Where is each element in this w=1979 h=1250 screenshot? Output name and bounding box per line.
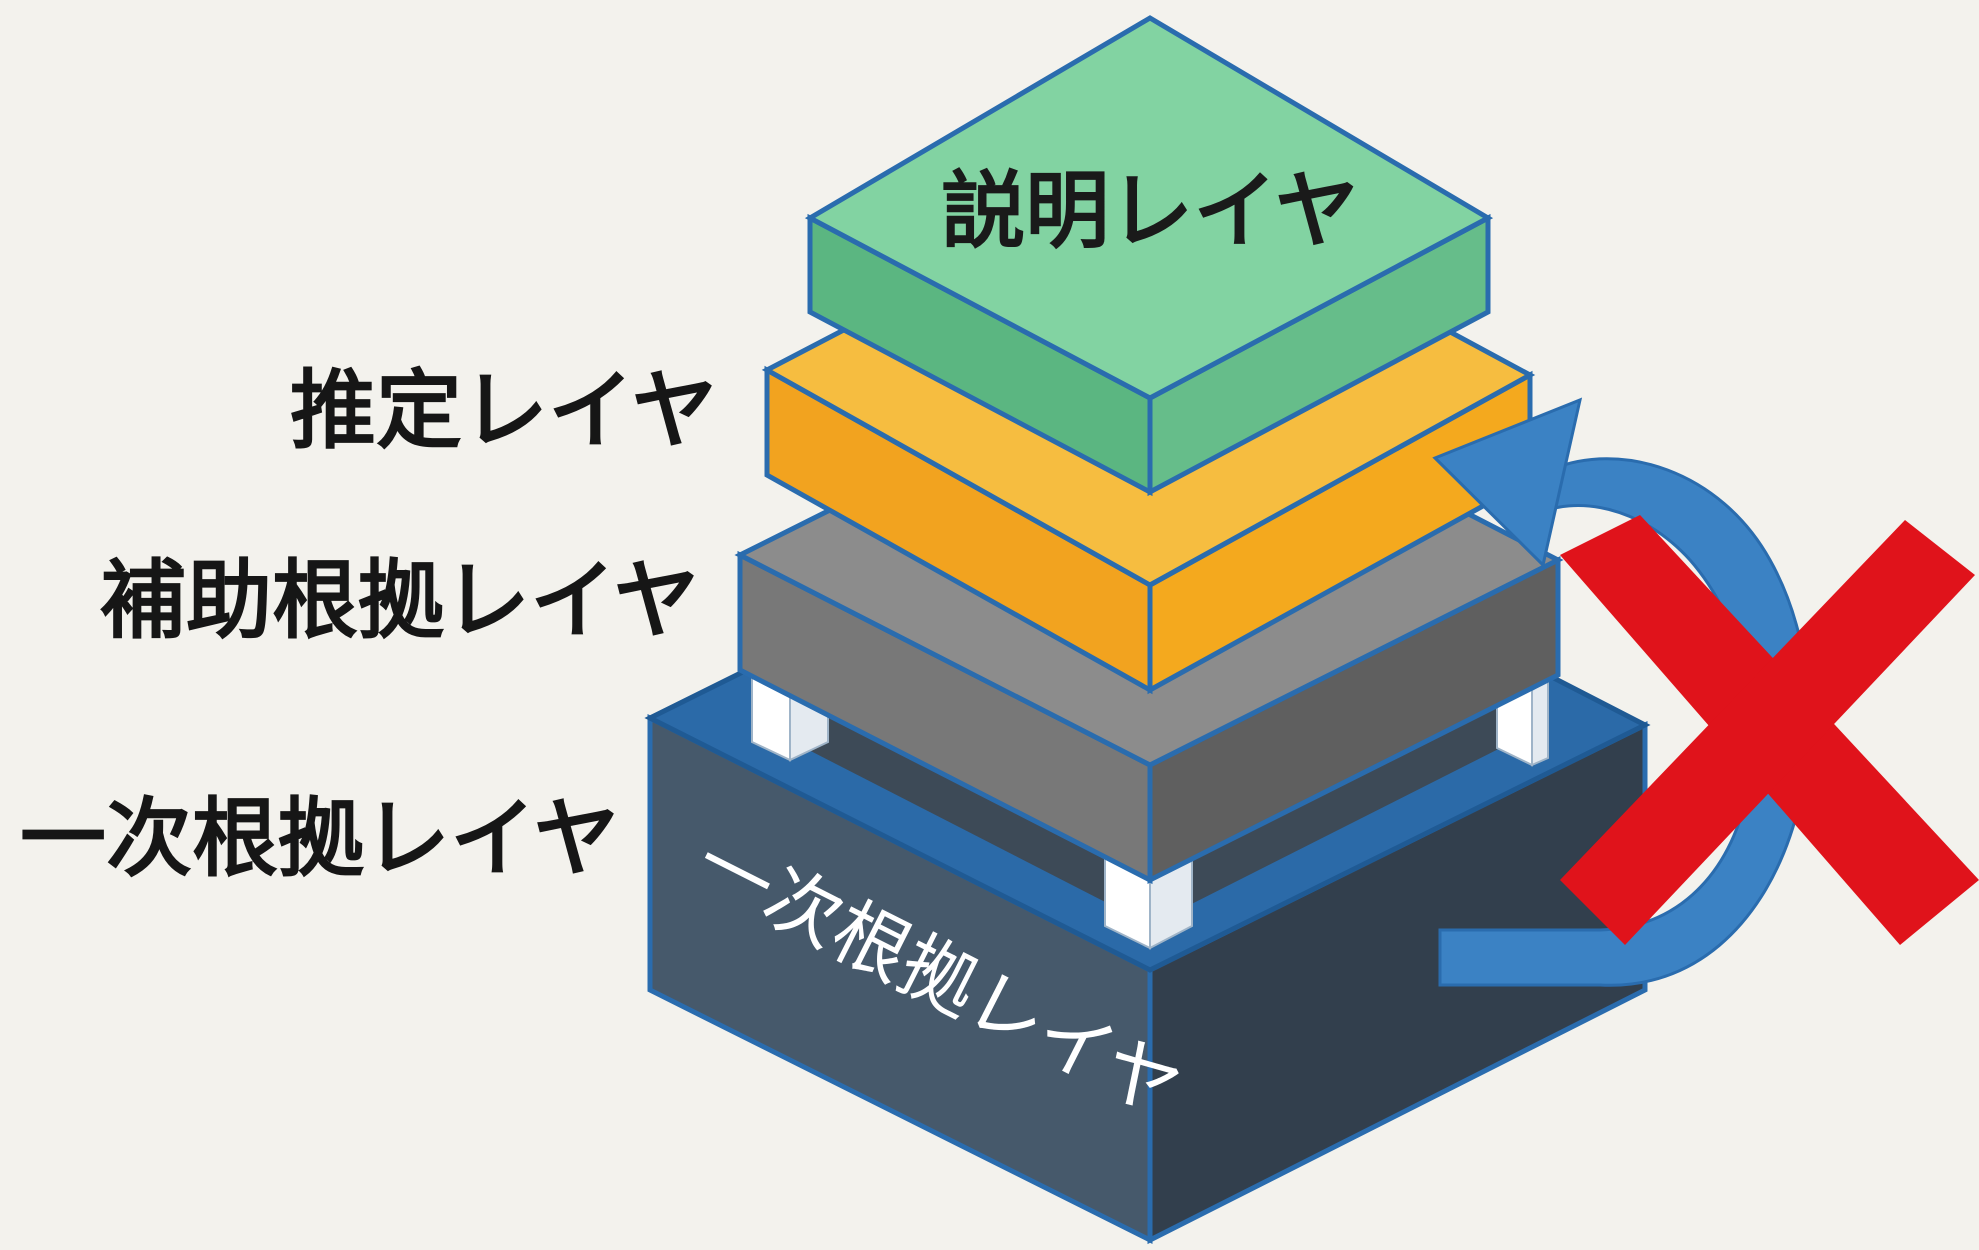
estimation-label: 推定レイヤ xyxy=(290,361,717,461)
explanation-label: 説明レイヤ xyxy=(941,162,1358,260)
cross-mark-icon xyxy=(1560,515,1979,945)
supporting-evidence-label: 補助根拠レイヤ xyxy=(100,551,699,651)
explanation-top-face xyxy=(804,15,1494,401)
primary-evidence-label: 一次根拠レイヤ xyxy=(20,789,619,889)
explanation-slab: 説明レイヤ xyxy=(804,15,1494,497)
feedback-arrow-head xyxy=(1432,397,1583,568)
